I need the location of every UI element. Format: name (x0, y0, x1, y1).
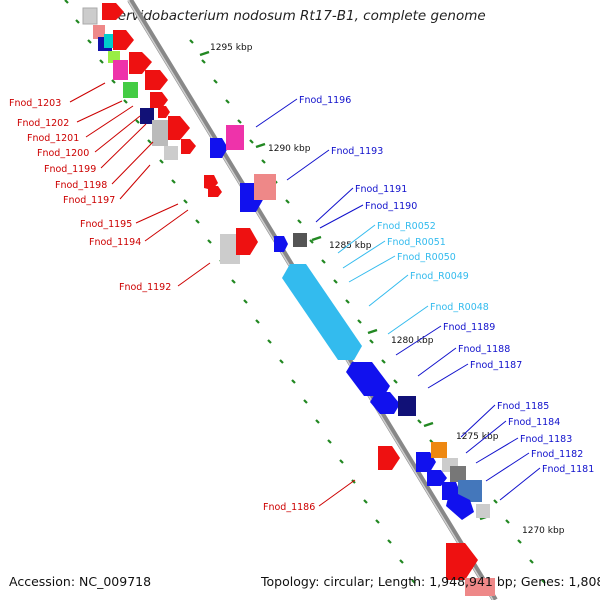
gene-label-left[interactable]: Fnod_1200 (37, 148, 89, 159)
gene-label-right[interactable]: Fnod_1193 (331, 146, 383, 157)
gene-label-rna[interactable]: Fnod_R0050 (397, 252, 456, 263)
gene-label-rna[interactable]: Fnod_R0051 (387, 237, 446, 248)
gene-label-left[interactable]: Fnod_1202 (17, 118, 69, 129)
reverse-strand-genes (82, 3, 495, 596)
accession-text: Accession: NC_009718 (9, 574, 152, 589)
gene-label-right[interactable]: Fnod_1184 (508, 417, 560, 428)
gene-label-right[interactable]: Fnod_1185 (497, 401, 549, 412)
gene-label-right[interactable]: Fnod_1189 (443, 322, 495, 333)
gene-label-right[interactable]: Fnod_1187 (470, 360, 522, 371)
ruler-label: 1295 kbp (210, 43, 253, 53)
ruler-label: 1275 kbp (456, 432, 499, 442)
gene-label-right[interactable]: Fnod_1181 (542, 464, 594, 475)
ruler-label: 1290 kbp (268, 144, 311, 154)
gene-label-right[interactable]: Fnod_1196 (299, 95, 351, 106)
ruler-label: 1280 kbp (391, 336, 434, 346)
gene-label-right[interactable]: Fnod_1182 (531, 449, 583, 460)
gene-forward (210, 138, 228, 158)
ruler-label: 1270 kbp (522, 526, 565, 536)
genome-summary-text: Topology: circular; Length: 1,948,941 bp… (261, 574, 600, 589)
gene-label-rna[interactable]: Fnod_R0048 (430, 302, 489, 313)
gene-label-left[interactable]: Fnod_1192 (119, 282, 171, 293)
gene-label-rna[interactable]: Fnod_R0049 (410, 271, 469, 282)
gene-label-right[interactable]: Fnod_1191 (355, 184, 407, 195)
gene-label-left[interactable]: Fnod_1195 (80, 219, 132, 230)
gene-label-left[interactable]: Fnod_1203 (9, 98, 61, 109)
gene-label-left[interactable]: Fnod_1198 (55, 180, 107, 191)
gene-label-left[interactable]: Fnod_1197 (63, 195, 115, 206)
gene-label-right[interactable]: Fnod_1183 (520, 434, 572, 445)
gene-label-left[interactable]: Fnod_1201 (27, 133, 79, 144)
gene-label-left[interactable]: Fnod_1199 (44, 164, 96, 175)
genome-title: Fervidobacterium nodosum Rt17-B1, comple… (110, 8, 486, 24)
gene-label-right[interactable]: Fnod_1188 (458, 344, 510, 355)
forward-strand-genes (210, 125, 490, 520)
gene-label-rna[interactable]: Fnod_R0052 (377, 221, 436, 232)
tick (64, 0, 69, 4)
gene-reverse (102, 3, 124, 20)
gene-label-left[interactable]: Fnod_1194 (89, 237, 141, 248)
gene-label-left[interactable]: Fnod_1186 (263, 502, 315, 513)
gene-label-right[interactable]: Fnod_1190 (365, 201, 417, 212)
ruler-label: 1285 kbp (329, 241, 372, 251)
gene-rna (282, 264, 362, 360)
